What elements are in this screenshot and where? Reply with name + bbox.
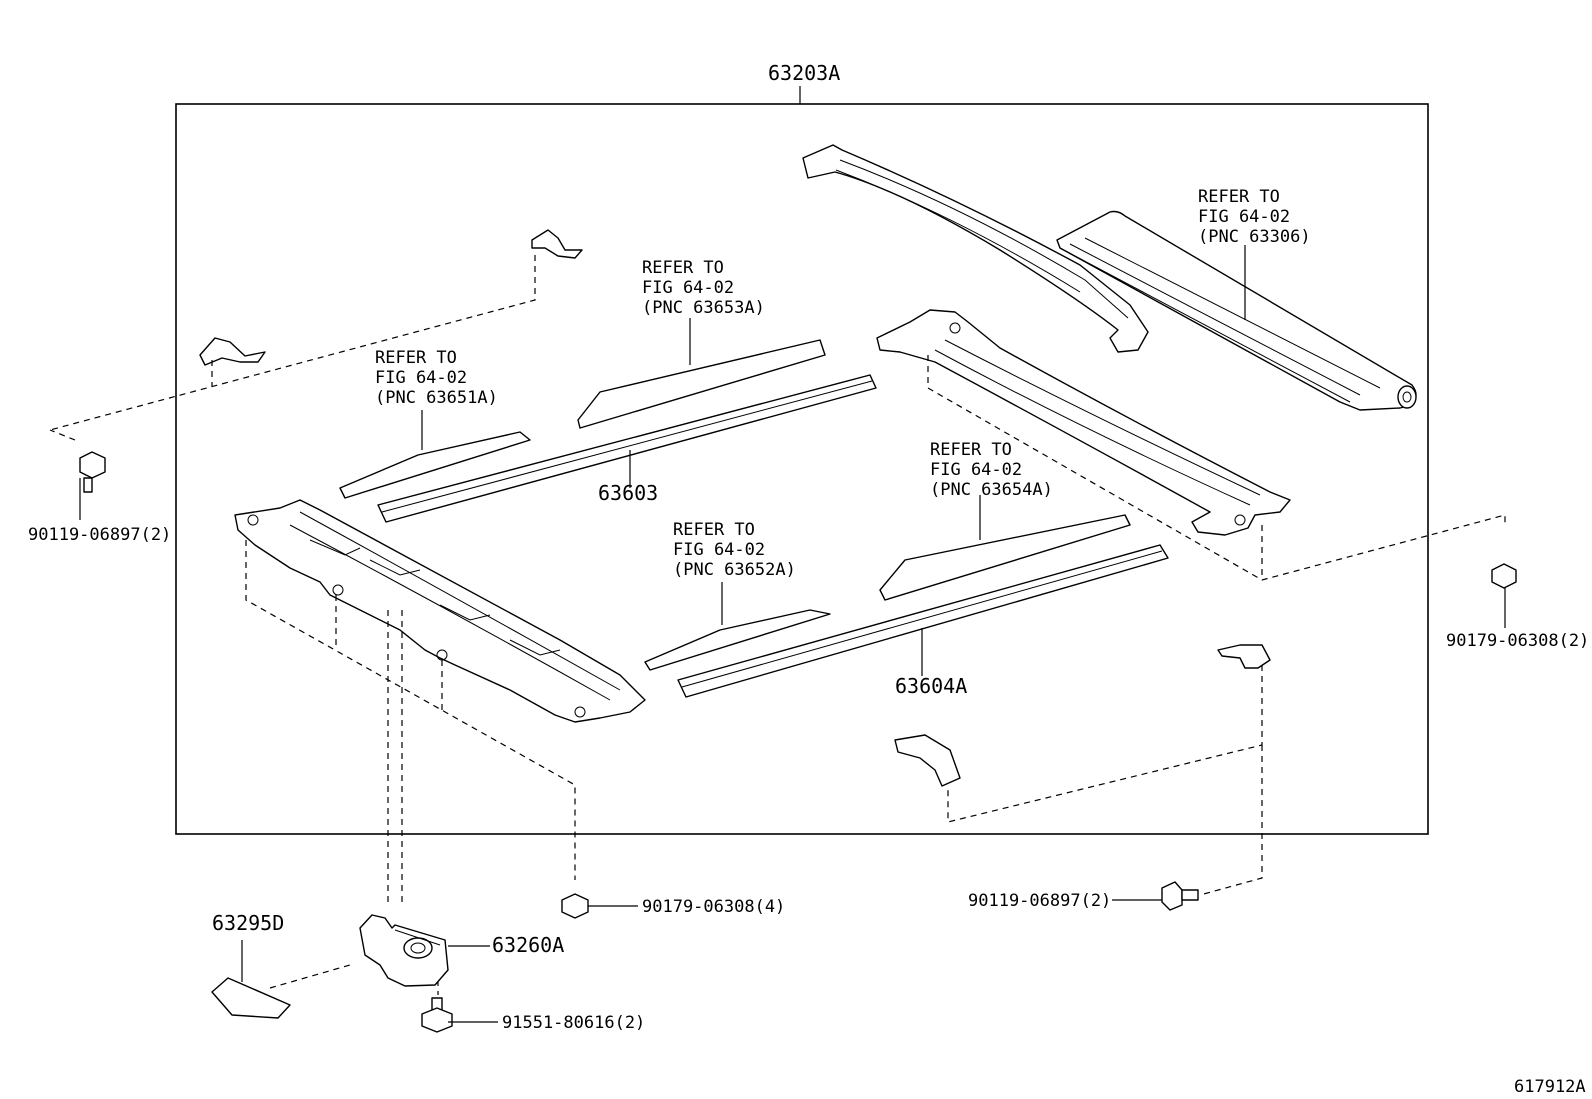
svg-text:FIG 64-02: FIG 64-02 (673, 540, 765, 560)
bracket-left (199, 337, 266, 366)
part-label-63603: 63603 (598, 481, 658, 505)
svg-text:REFER TO: REFER TO (375, 348, 457, 368)
svg-text:FIG 64-02: FIG 64-02 (375, 368, 467, 388)
assembly-label: 63203A (768, 61, 840, 85)
svg-text:FIG 64-02: FIG 64-02 (930, 460, 1022, 480)
part-label-right-nut: 90179-06308(2) (1446, 631, 1589, 651)
svg-text:FIG 64-02: FIG 64-02 (642, 278, 734, 298)
motor-unit (359, 914, 449, 987)
svg-text:(PNC 63652A): (PNC 63652A) (673, 560, 796, 580)
guide-rail-63603 (377, 374, 877, 523)
bracket-top-left (531, 229, 583, 259)
panel-63654A (879, 514, 1131, 601)
assembly-frame (175, 103, 1429, 835)
svg-text:REFER TO: REFER TO (930, 440, 1012, 460)
right-side-rail (876, 309, 1291, 536)
sunshade-roller (1056, 210, 1417, 411)
ref-63652A: REFER TO FIG 64-02 (PNC 63652A) (673, 520, 796, 580)
bolt-icon (79, 451, 106, 493)
part-label-63260A: 63260A (492, 933, 564, 957)
ref-63651A: REFER TO FIG 64-02 (PNC 63651A) (375, 348, 498, 408)
cover-63295D (211, 977, 291, 1019)
part-label-right-bolt: 90119-06897(2) (968, 891, 1111, 911)
panel-63651A (339, 431, 531, 499)
part-label-screw: 91551-80616(2) (502, 1013, 645, 1033)
ref-63306: REFER TO FIG 64-02 (PNC 63306) (1198, 187, 1311, 247)
panel-63653A (577, 339, 826, 429)
bracket-bottom-center (894, 734, 961, 787)
part-label-63604A: 63604A (895, 674, 967, 698)
bolt-icon (1161, 881, 1199, 911)
figure-id: 617912A (1514, 1077, 1586, 1097)
svg-text:REFER TO: REFER TO (642, 258, 724, 278)
svg-text:REFER TO: REFER TO (673, 520, 755, 540)
svg-text:(PNC 63306): (PNC 63306) (1198, 227, 1311, 247)
part-label-63295D: 63295D (212, 911, 284, 935)
svg-text:FIG 64-02: FIG 64-02 (1198, 207, 1290, 227)
svg-text:(PNC 63653A): (PNC 63653A) (642, 298, 765, 318)
guide-rail-63604A (677, 544, 1169, 698)
screw-icon (421, 997, 453, 1033)
svg-text:(PNC 63651A): (PNC 63651A) (375, 388, 498, 408)
panel-63652A (644, 609, 831, 671)
part-label-left-bolt: 90119-06897(2) (28, 525, 171, 545)
svg-text:(PNC 63654A): (PNC 63654A) (930, 480, 1053, 500)
ref-63653A: REFER TO FIG 64-02 (PNC 63653A) (642, 258, 765, 318)
nut-icon (561, 893, 589, 919)
nut-icon (1491, 563, 1517, 589)
ref-63654A: REFER TO FIG 64-02 (PNC 63654A) (930, 440, 1053, 500)
rear-rail (802, 144, 1149, 353)
part-label-center-nut: 90179-06308(4) (642, 897, 785, 917)
svg-text:REFER TO: REFER TO (1198, 187, 1280, 207)
bracket-bottom-right (1217, 644, 1271, 669)
front-frame (234, 499, 646, 723)
